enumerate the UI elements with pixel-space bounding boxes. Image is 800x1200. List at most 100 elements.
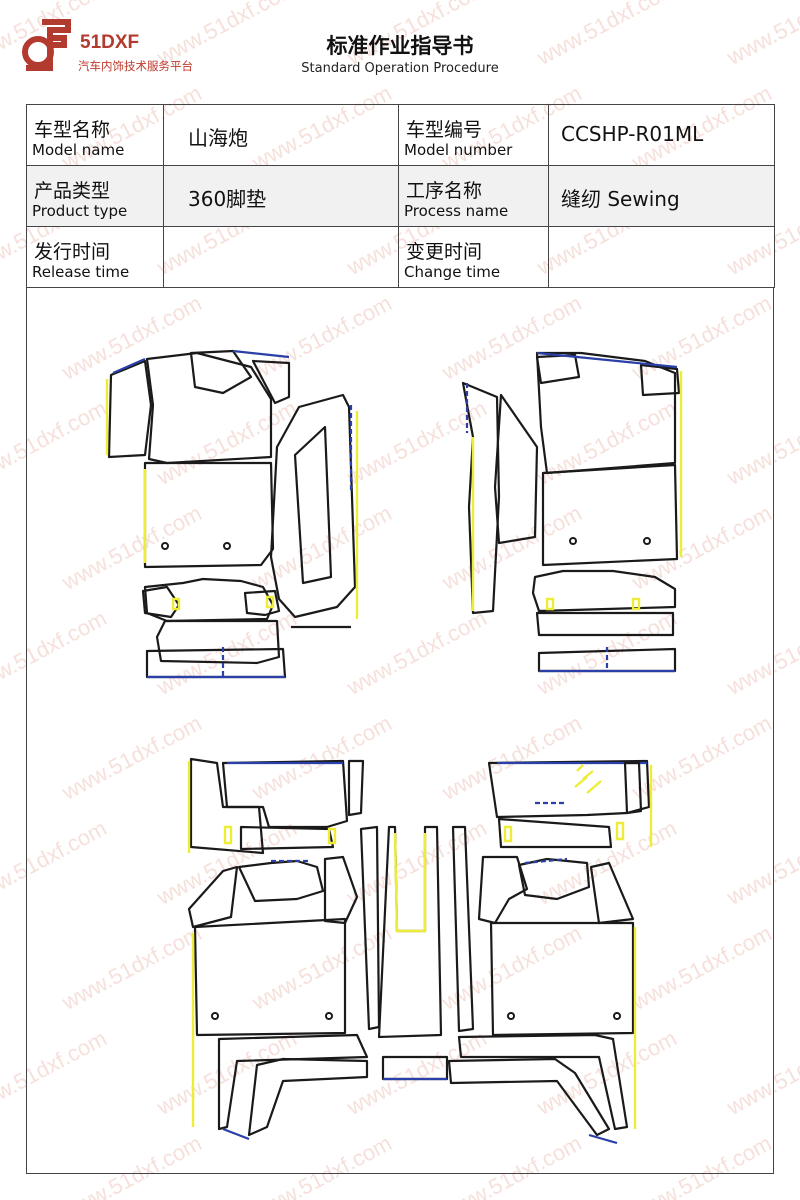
model-name-label-cell: 车型名称 Model name [26, 104, 164, 166]
pattern-piece [143, 461, 275, 569]
process-name-label-cn: 工序名称 [406, 180, 483, 202]
pattern-piece [141, 585, 181, 619]
logo-brand: 51DXF [80, 32, 140, 53]
hole-marker [643, 537, 651, 545]
product-type-label-cell: 产品类型 Product type [26, 165, 164, 227]
model-number-value-cell: CCSHP-R01ML [548, 104, 775, 166]
pattern-piece [535, 611, 675, 637]
info-row-model: 车型名称 Model name 山海炮 车型编号 Model number CC… [26, 104, 775, 166]
edge-blue [536, 351, 678, 369]
pattern-top-right [461, 351, 683, 673]
pattern-piece [359, 825, 381, 1031]
page-subtitle: Standard Operation Procedure [301, 61, 499, 76]
pattern-piece [269, 393, 357, 619]
marker-yellow [223, 825, 233, 845]
release-time-label-en: Release time [32, 263, 130, 281]
model-number-label-en: Model number [404, 141, 513, 159]
model-name-label-cn: 车型名称 [34, 119, 111, 141]
edge-blue [588, 1133, 618, 1145]
pattern-piece [145, 351, 273, 465]
product-type-label-en: Product type [32, 202, 128, 220]
pattern-piece [623, 761, 643, 815]
release-time-value-cell [163, 226, 399, 288]
pattern-piece [193, 917, 347, 1037]
pattern-piece [517, 857, 591, 901]
hole-marker [507, 1012, 515, 1020]
change-time-value-cell [548, 226, 775, 288]
pattern-bottom-center [377, 825, 449, 1081]
pattern-piece [589, 861, 635, 925]
hole-marker [613, 1012, 621, 1020]
header: 51DXF 汽车内饰技术服务平台 标准作业指导书 Standard Operat… [0, 0, 800, 100]
model-name-label-en: Model name [32, 141, 125, 159]
pattern-piece [347, 759, 365, 817]
marker-yellow [503, 825, 513, 843]
marker-yellow [171, 597, 181, 611]
page-title: 标准作业指导书 [326, 34, 474, 58]
release-time-label-cell: 发行时间 Release time [26, 226, 164, 288]
logo: 51DXF 汽车内饰技术服务平台 [20, 16, 240, 78]
pattern-piece [217, 1033, 369, 1131]
pattern-bottom-right [447, 759, 653, 1145]
pattern-piece [247, 1057, 369, 1137]
release-time-label-cn: 发行时间 [34, 241, 111, 263]
pattern-piece [447, 1057, 611, 1137]
pattern-piece [477, 855, 529, 925]
logo-tagline: 汽车内饰技术服务平台 [78, 59, 193, 73]
marker-yellow [631, 597, 641, 611]
pattern-piece [497, 817, 613, 849]
edge-blue [232, 349, 290, 359]
pattern-piece [187, 865, 239, 929]
hole-marker [325, 1012, 333, 1020]
edge-blue [222, 1127, 250, 1141]
marker-yellow [265, 595, 275, 609]
pattern-piece [107, 359, 153, 459]
change-time-label-cn: 变更时间 [406, 241, 483, 263]
model-number-value: CCSHP-R01ML [561, 122, 704, 146]
hole-marker [223, 542, 231, 550]
logo-mark-icon [22, 19, 71, 71]
info-row-time: 发行时间 Release time 变更时间 Change time [26, 226, 775, 288]
process-name-label-en: Process name [404, 202, 509, 220]
process-name-label-cell: 工序名称 Process name [398, 165, 549, 227]
pattern-piece [251, 359, 291, 405]
model-number-label-cn: 车型编号 [406, 119, 483, 141]
process-name-value: 缝纫 Sewing [561, 187, 680, 211]
pattern-drawing-area [26, 287, 774, 1174]
product-type-value: 360脚垫 [188, 187, 267, 211]
pattern-piece [535, 353, 581, 385]
pattern-piece [457, 1033, 629, 1131]
pattern-piece [381, 1055, 449, 1081]
pattern-piece [461, 381, 501, 615]
pattern-piece [493, 393, 539, 545]
pattern-piece [541, 463, 679, 567]
process-name-value-cell: 缝纫 Sewing [548, 165, 775, 227]
info-table: 车型名称 Model name 山海炮 车型编号 Model number CC… [26, 104, 775, 288]
pattern-piece [531, 569, 677, 613]
pattern-piece [489, 921, 635, 1037]
pattern-piece [293, 425, 333, 585]
hole-marker [569, 537, 577, 545]
change-time-label-en: Change time [404, 263, 501, 281]
hole-marker [211, 1012, 219, 1020]
marker-yellow [545, 597, 555, 611]
model-number-label-cell: 车型编号 Model number [398, 104, 549, 166]
pattern-piece [237, 859, 325, 903]
edge-yellow [393, 832, 427, 933]
pattern-piece [639, 363, 681, 397]
pattern-bottom-left [187, 757, 381, 1141]
pattern-top-left [105, 349, 359, 679]
edge-blue [112, 357, 146, 375]
product-type-label-cn: 产品类型 [34, 180, 111, 202]
info-row-product: 产品类型 Product type 360脚垫 工序名称 Process nam… [26, 165, 775, 227]
edge-blue-dashed [524, 857, 568, 865]
marker-yellow-cluster [574, 764, 602, 794]
marker-yellow [615, 821, 625, 841]
pattern-piece [243, 589, 281, 617]
floor-mat-pattern-drawing [105, 349, 683, 1145]
pattern-piece [221, 759, 349, 829]
pattern-piece [155, 619, 281, 665]
pattern-piece [535, 351, 677, 475]
pattern-piece [239, 825, 335, 851]
change-time-label-cell: 变更时间 Change time [398, 226, 549, 288]
